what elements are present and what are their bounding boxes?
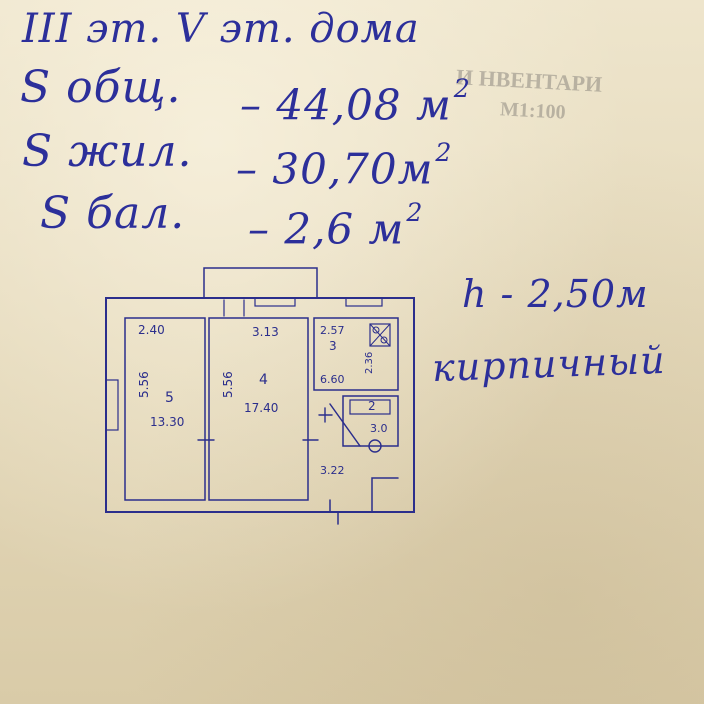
ceiling-height-note: h - 2,50м: [462, 272, 649, 316]
room-3-outline: [313, 317, 399, 391]
balcony-area-value: – 2,6 м2: [248, 198, 424, 254]
bathtub: [349, 399, 391, 415]
room-2-number-label: 2: [368, 399, 376, 413]
room-3-width: 2.57: [320, 324, 345, 337]
balcony-area-label: S бал.: [40, 188, 186, 239]
entrance-notch: [329, 477, 399, 513]
balcony-outline: [203, 267, 318, 299]
living-area-label: S жил.: [22, 126, 193, 177]
stove: [369, 323, 391, 347]
toilet: [368, 439, 382, 453]
room-5-number: 5: [165, 390, 174, 406]
room-2-area: 3.0: [370, 422, 388, 435]
window-room5: [105, 379, 119, 431]
corridor-width: 3.22: [320, 464, 345, 477]
stove-burner-2: [380, 336, 388, 344]
room-3-length: 2.36: [364, 352, 375, 374]
room-4-area: 17.40: [244, 401, 278, 415]
room-4-width: 3.13: [252, 325, 279, 339]
floor-line: III эт. V эт. дома: [22, 6, 420, 52]
room-3-area: 6.60: [320, 373, 345, 386]
room-3-number: 3: [329, 339, 337, 353]
stove-burner-1: [372, 326, 380, 334]
total-area-value: – 44,08 м2: [240, 74, 471, 130]
room-5-outline: [124, 317, 206, 501]
total-area-label: S общ.: [20, 62, 182, 113]
room-4-length: 5.56: [221, 371, 235, 398]
room-5-area: 13.30: [150, 415, 184, 429]
bathroom-door: [329, 403, 361, 447]
room-4-outline: [208, 317, 309, 501]
living-area-value: – 30,70м2: [236, 138, 453, 194]
room-5-length: 5.56: [137, 371, 151, 398]
stove-cross-2: [369, 323, 391, 347]
room-5-width: 2.40: [138, 323, 165, 337]
window-room3: [345, 297, 383, 307]
window-room4: [254, 297, 296, 307]
room-4-number: 4: [259, 372, 268, 388]
